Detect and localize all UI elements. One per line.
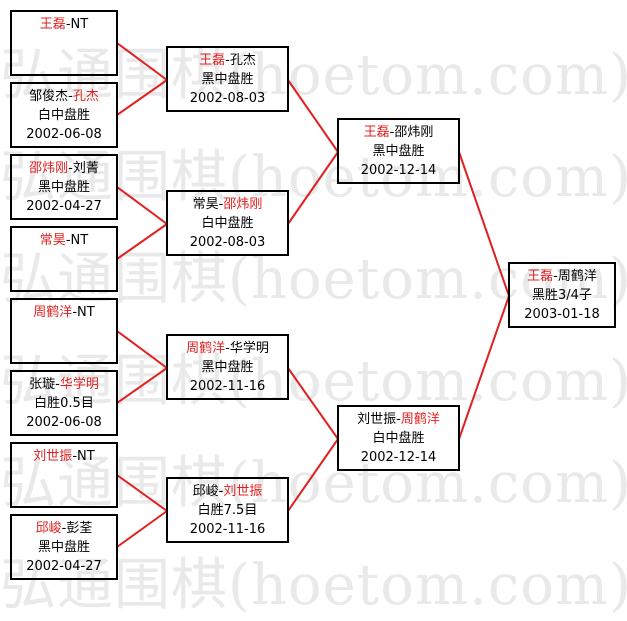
player-right: 邵炜刚 xyxy=(394,124,434,140)
connector-line xyxy=(116,510,168,548)
match-result: 白中盘胜 xyxy=(201,215,254,231)
round3-match-2: 刘世振-周鹤洋 白中盘胜 2002-12-14 xyxy=(337,405,460,471)
player-right: 邵炜刚 xyxy=(223,196,263,212)
player-left: 邱峻 xyxy=(35,520,62,536)
match-result: 白胜0.5目 xyxy=(34,395,94,411)
match-result: 黑中盘胜 xyxy=(37,179,90,195)
match-date: 2002-06-08 xyxy=(26,126,102,142)
connector-line xyxy=(116,79,168,116)
match-players: 王磊-NT xyxy=(39,17,89,32)
match-players: 常昊-NT xyxy=(39,233,89,248)
match-players: 张璇-华学明 xyxy=(29,376,99,392)
match-result: 黑胜3/4子 xyxy=(532,287,592,303)
match-date: 2002-08-03 xyxy=(189,234,266,250)
match-date: 2002-12-14 xyxy=(360,162,437,178)
player-left: 邵炜刚 xyxy=(29,160,69,176)
round3-match-1: 王磊-邵炜刚 黑中盘胜 2002-12-14 xyxy=(337,118,460,184)
round1-match-8: 邱峻-彭荃 黑中盘胜 2002-04-27 xyxy=(10,514,118,580)
connector-line xyxy=(287,79,339,153)
player-right: 华学明 xyxy=(229,340,269,356)
player-right: NT xyxy=(70,17,89,32)
match-players: 邹俊杰-孔杰 xyxy=(29,88,99,104)
match-date: 2002-08-03 xyxy=(189,90,266,106)
round1-match-4: 常昊-NT xyxy=(10,226,118,292)
match-players: 邱峻-刘世振 xyxy=(192,483,263,499)
round2-match-1: 王磊-孔杰 黑中盘胜 2002-08-03 xyxy=(166,46,289,112)
player-left: 邹俊杰 xyxy=(29,88,69,104)
connector-line xyxy=(116,330,168,369)
match-date: 2002-12-14 xyxy=(360,449,437,465)
match-result: 黑中盘胜 xyxy=(372,143,425,159)
player-right: 周鹤洋 xyxy=(400,411,440,427)
player-right: 华学明 xyxy=(59,376,99,392)
match-date: 2002-06-08 xyxy=(26,414,102,430)
match-result: 黑中盘胜 xyxy=(201,359,254,375)
player-right: NT xyxy=(77,305,95,320)
bracket-connectors xyxy=(116,42,510,548)
player-left: 王磊 xyxy=(39,17,66,32)
match-date: 2002-04-27 xyxy=(26,558,102,574)
round1-match-5: 周鹤洋-NT xyxy=(10,298,118,364)
round2-match-2: 常昊-邵炜刚 白中盘胜 2002-08-03 xyxy=(166,190,289,256)
player-left: 刘世振 xyxy=(357,411,397,427)
match-result: 黑中盘胜 xyxy=(201,71,254,87)
connector-line xyxy=(287,151,339,225)
match-players: 周鹤洋-NT xyxy=(33,305,95,320)
final-match: 王磊-周鹤洋 黑胜3/4子 2003-01-18 xyxy=(508,262,616,328)
player-left: 常昊 xyxy=(192,196,219,212)
round2-match-3: 周鹤洋-华学明 黑中盘胜 2002-11-16 xyxy=(166,334,289,400)
connector-line xyxy=(116,223,168,260)
connector-line xyxy=(116,474,168,512)
match-date: 2002-04-27 xyxy=(26,198,102,214)
player-left: 周鹤洋 xyxy=(186,340,226,356)
match-result: 白中盘胜 xyxy=(372,430,425,446)
player-right: 孔杰 xyxy=(229,52,256,68)
round1-match-6: 张璇-华学明 白胜0.5目 2002-06-08 xyxy=(10,370,118,436)
player-left: 常昊 xyxy=(39,233,66,248)
connector-line xyxy=(287,367,339,440)
connector-line xyxy=(116,186,168,225)
connector-line xyxy=(287,438,339,512)
match-date: 2002-11-16 xyxy=(189,378,266,394)
match-result: 白中盘胜 xyxy=(37,107,90,123)
player-left: 周鹤洋 xyxy=(33,305,73,320)
player-left: 王磊 xyxy=(527,268,554,284)
round1-match-7: 刘世振-NT xyxy=(10,442,118,508)
round1-match-3: 邵炜刚-刘菁 黑中盘胜 2002-04-27 xyxy=(10,154,118,220)
match-players: 邱峻-彭荃 xyxy=(35,520,93,536)
connector-line xyxy=(116,42,168,81)
match-players: 王磊-孔杰 xyxy=(199,52,256,68)
player-right: 彭荃 xyxy=(66,520,93,536)
match-players: 常昊-邵炜刚 xyxy=(192,196,263,212)
round1-match-1: 王磊-NT xyxy=(10,10,118,76)
player-right: NT xyxy=(70,233,89,248)
player-left: 刘世振 xyxy=(33,449,73,464)
match-players: 周鹤洋-华学明 xyxy=(186,340,269,356)
match-players: 王磊-周鹤洋 xyxy=(527,268,597,284)
connector-line xyxy=(116,367,168,404)
player-left: 邱峻 xyxy=(192,483,219,499)
player-right: 刘菁 xyxy=(72,160,99,176)
player-right: NT xyxy=(77,449,95,464)
match-result: 黑中盘胜 xyxy=(37,539,90,555)
player-left: 张璇 xyxy=(29,376,56,392)
match-players: 刘世振-NT xyxy=(33,449,95,464)
match-date: 2003-01-18 xyxy=(524,306,600,322)
player-left: 王磊 xyxy=(363,124,390,140)
player-right: 刘世振 xyxy=(223,483,263,499)
connector-line xyxy=(458,151,510,297)
match-players: 王磊-邵炜刚 xyxy=(363,124,434,140)
player-left: 王磊 xyxy=(199,52,226,68)
match-result: 白胜7.5目 xyxy=(197,502,258,518)
round2-match-4: 邱峻-刘世振 白胜7.5目 2002-11-16 xyxy=(166,477,289,543)
round1-match-2: 邹俊杰-孔杰 白中盘胜 2002-06-08 xyxy=(10,82,118,148)
match-date: 2002-11-16 xyxy=(189,521,266,537)
player-right: 孔杰 xyxy=(72,88,99,104)
player-right: 周鹤洋 xyxy=(557,268,597,284)
connector-line xyxy=(458,295,510,440)
match-players: 刘世振-周鹤洋 xyxy=(357,411,440,427)
match-players: 邵炜刚-刘菁 xyxy=(29,160,99,176)
